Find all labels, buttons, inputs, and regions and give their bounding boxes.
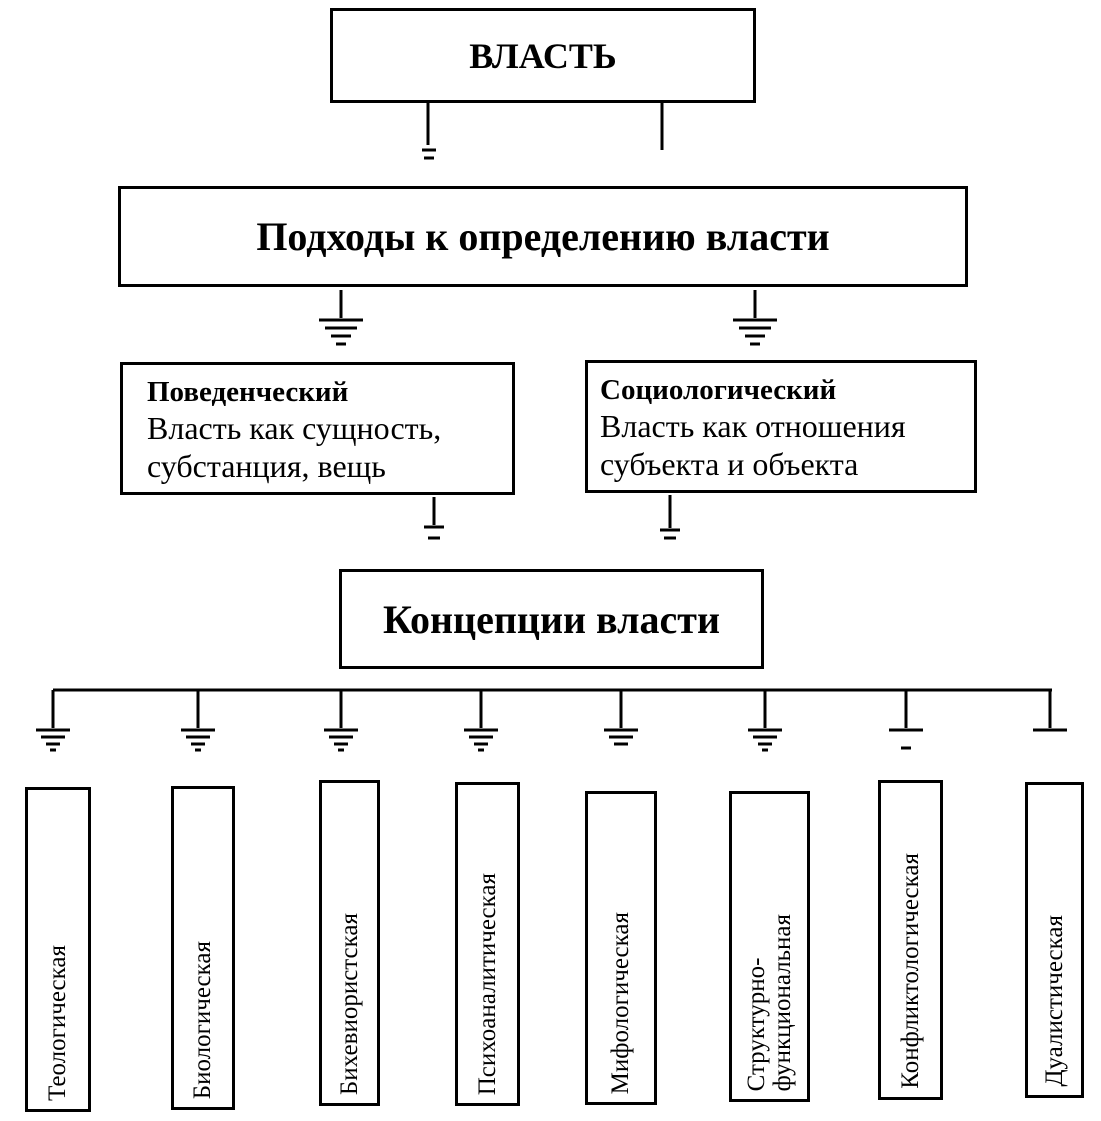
sociological-approach-title: Социологический <box>600 374 837 406</box>
behavioral-approach-box: Поведенческий Власть как сущность, субст… <box>120 362 515 495</box>
concept-behaviorist: Бихевиористская <box>335 912 363 1095</box>
concept-box-biological: Биологическая <box>171 786 235 1110</box>
power-label: ВЛАСТЬ <box>469 35 617 76</box>
concept-box-psychoanalytic: Психоаналитическая <box>455 782 520 1106</box>
concept-structural-functional: Структурно- функциональная <box>742 913 796 1091</box>
sociological-approach-box: Социологический Власть как отношения суб… <box>585 360 977 493</box>
concept-theological: Теологическая <box>44 945 71 1101</box>
concept-box-conflictological: Конфликтологическая <box>878 780 943 1100</box>
power-box: ВЛАСТЬ <box>330 8 756 103</box>
concept-box-structural-functional: Структурно- функциональная <box>729 791 810 1102</box>
sociological-approach-line2: субъекта и объекта <box>600 446 859 482</box>
concept-box-dualistic: Дуалистическая <box>1025 782 1084 1098</box>
sociological-approach-line1: Власть как отношения <box>600 408 906 444</box>
concepts-title: Концепции власти <box>382 596 720 642</box>
concept-box-behaviorist: Бихевиористская <box>319 780 380 1106</box>
concepts-header-box: Концепции власти <box>339 569 764 669</box>
behavioral-approach-title: Поведенческий <box>147 376 349 408</box>
concept-box-mythological: Мифологическая <box>585 791 657 1105</box>
behavioral-approach-line1: Власть как сущность, <box>147 410 442 446</box>
approaches-header-box: Подходы к определению власти <box>118 186 968 287</box>
behavioral-approach-line2: субстанция, вещь <box>147 448 386 484</box>
concept-biological: Биологическая <box>189 940 216 1099</box>
concept-conflictological: Конфликтологическая <box>896 853 924 1089</box>
concept-box-theological: Теологическая <box>25 787 91 1112</box>
concept-mythological: Мифологическая <box>607 911 634 1094</box>
approaches-title: Подходы к определению власти <box>256 214 830 259</box>
concept-psychoanalytic: Психоаналитическая <box>473 872 501 1095</box>
concept-dualistic: Дуалистическая <box>1040 915 1068 1087</box>
